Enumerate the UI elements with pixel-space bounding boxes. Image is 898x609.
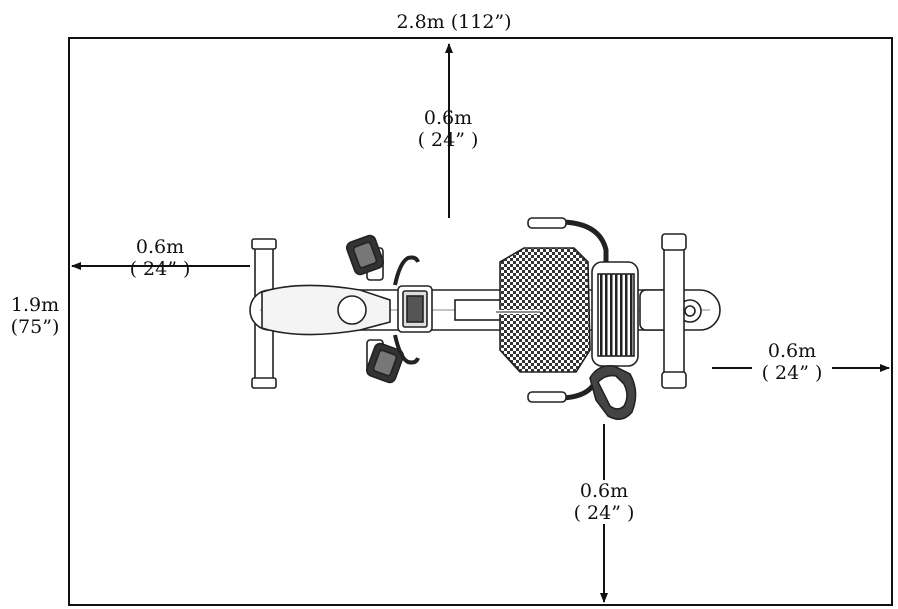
clearance-top-in: ( 24” ) bbox=[417, 129, 479, 151]
clearance-bottom-in: ( 24” ) bbox=[569, 502, 639, 524]
clearance-left-m: 0.6m bbox=[135, 236, 185, 258]
overall-depth-m: 1.9m bbox=[10, 294, 60, 316]
clearance-right-in: ( 24” ) bbox=[761, 362, 823, 384]
overall-depth-label: 1.9m (75”) bbox=[4, 294, 66, 338]
clearance-left-label: 0.6m ( 24” ) bbox=[110, 236, 210, 280]
clearance-bottom-m: 0.6m bbox=[575, 480, 633, 502]
clearance-boundary bbox=[68, 37, 893, 606]
clearance-right-m: 0.6m bbox=[767, 340, 817, 362]
recumbent-bike-top-view-icon bbox=[249, 217, 721, 420]
clearance-bottom-label: 0.6m ( 24” ) bbox=[552, 480, 656, 524]
overall-depth-in: (75”) bbox=[10, 316, 60, 338]
clearance-top-label: 0.6m ( 24” ) bbox=[398, 107, 498, 151]
clearance-right-label: 0.6m ( 24” ) bbox=[742, 340, 842, 384]
clearance-top-m: 0.6m bbox=[423, 107, 473, 129]
clearance-left-in: ( 24” ) bbox=[129, 258, 191, 280]
overall-width-label: 2.8m (112”) bbox=[385, 11, 523, 33]
